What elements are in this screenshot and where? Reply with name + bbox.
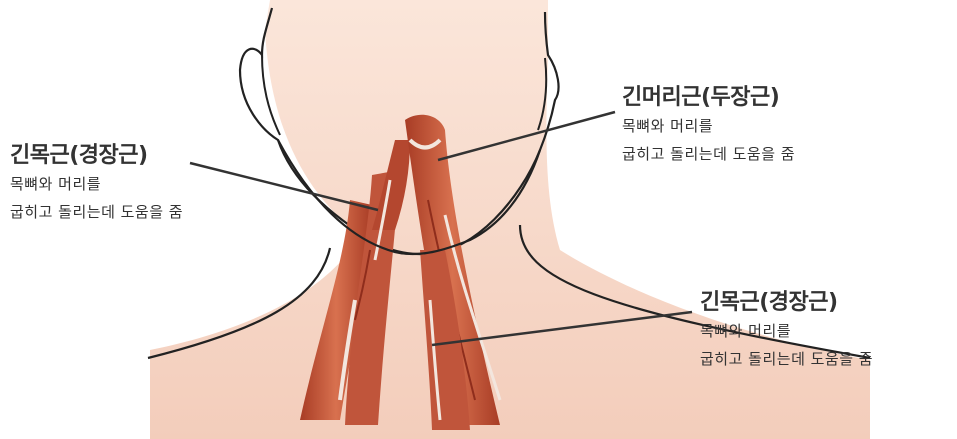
label-desc-line1: 목뼈와 머리를 <box>622 112 795 140</box>
label-desc-line2: 굽히고 돌리는데 도움을 줌 <box>700 345 873 373</box>
label-longus-colli-right: 긴목근(경장근) 목뼈와 머리를 굽히고 돌리는데 도움을 줌 <box>700 289 873 373</box>
label-desc-line1: 목뼈와 머리를 <box>10 170 183 198</box>
skin-area <box>150 0 870 439</box>
label-desc-line1: 목뼈와 머리를 <box>700 317 873 345</box>
label-longus-capitis: 긴머리근(두장근) 목뼈와 머리를 굽히고 돌리는데 도움을 줌 <box>622 84 795 168</box>
label-title: 긴목근(경장근) <box>10 142 183 170</box>
label-title: 긴머리근(두장근) <box>622 84 795 112</box>
label-title: 긴목근(경장근) <box>700 289 873 317</box>
label-desc-line2: 굽히고 돌리는데 도움을 줌 <box>622 140 795 168</box>
label-longus-colli-left: 긴목근(경장근) 목뼈와 머리를 굽히고 돌리는데 도움을 줌 <box>10 142 183 226</box>
label-desc-line2: 굽히고 돌리는데 도움을 줌 <box>10 198 183 226</box>
